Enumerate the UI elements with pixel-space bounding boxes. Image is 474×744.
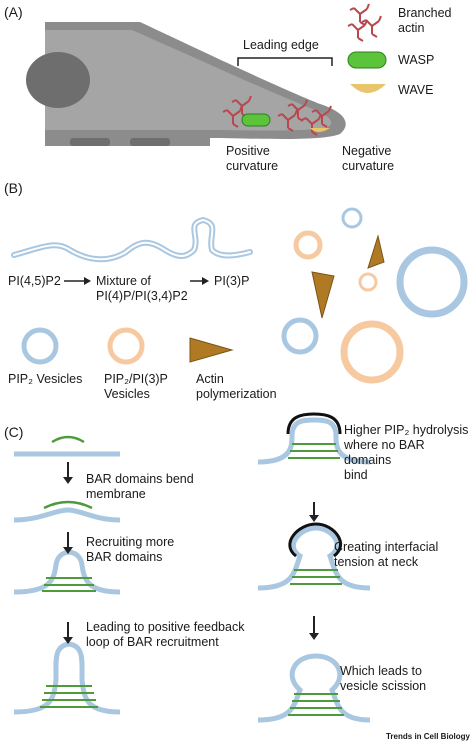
legend-wave: WAVE — [398, 83, 434, 97]
step-bend-membrane: BAR domains bend membrane — [86, 472, 194, 501]
positive-curvature-label: Positive curvature — [226, 144, 279, 173]
pi45p2-label: PI(4,5)P2 — [8, 274, 61, 288]
actin-polymerization-icon — [189, 337, 234, 363]
legend-wasp: WASP — [398, 53, 435, 67]
legend-wave-icon — [350, 84, 386, 93]
journal-credit: Trends in Cell Biology — [385, 732, 470, 741]
step-vesicle-scission: Which leads to vesicle scission — [340, 664, 427, 693]
cell-body — [26, 22, 346, 146]
pip2-vesicles-label: PIP₂ Vesicles — [8, 372, 83, 386]
negative-curvature-label: Negative curvature — [342, 144, 395, 173]
leading-edge-label: Leading edge — [243, 38, 319, 52]
leading-edge-bracket — [237, 57, 333, 66]
legend-actin-icon — [347, 3, 382, 42]
step-pip2-hydrolysis: Higher PIP₂ hydrolysis where no BAR doma… — [344, 423, 469, 482]
arrow-c2 — [63, 532, 73, 554]
pip2-pi3p-vesicle-icon — [107, 327, 145, 365]
panel-a-label: (A) — [4, 4, 23, 20]
panel-c-label: (C) — [4, 424, 24, 440]
arrow-c5 — [309, 616, 319, 640]
step-feedback-loop: Leading to positive feedback loop of BAR… — [86, 620, 245, 649]
pip2-vesicle-icon — [21, 327, 59, 365]
nucleus — [26, 52, 90, 108]
mixture-label: Mixture of PI(4)P/PI(3,4)P2 — [96, 274, 188, 303]
arrow-c1 — [63, 462, 73, 484]
pi3p-label: PI(3)P — [214, 274, 250, 288]
arrow-c3 — [63, 622, 73, 644]
membrane-tubule — [11, 216, 253, 263]
step-recruit-bar: Recruiting more BAR domains — [86, 535, 175, 564]
actin-polymerization-label: Actin polymerization — [196, 372, 277, 401]
legend-branched-actin: Branched actin — [398, 6, 452, 35]
wasp-protein — [241, 113, 271, 127]
panel-b-label: (B) — [4, 180, 23, 196]
wave-protein — [310, 128, 330, 132]
arrow-c4 — [309, 502, 319, 522]
pip2-pi3p-vesicles-label: PIP₂/PI(3)P Vesicles — [104, 372, 168, 401]
step-interfacial-tension: Creating interfacial tension at neck — [334, 540, 439, 569]
legend-wasp-icon — [347, 51, 387, 69]
